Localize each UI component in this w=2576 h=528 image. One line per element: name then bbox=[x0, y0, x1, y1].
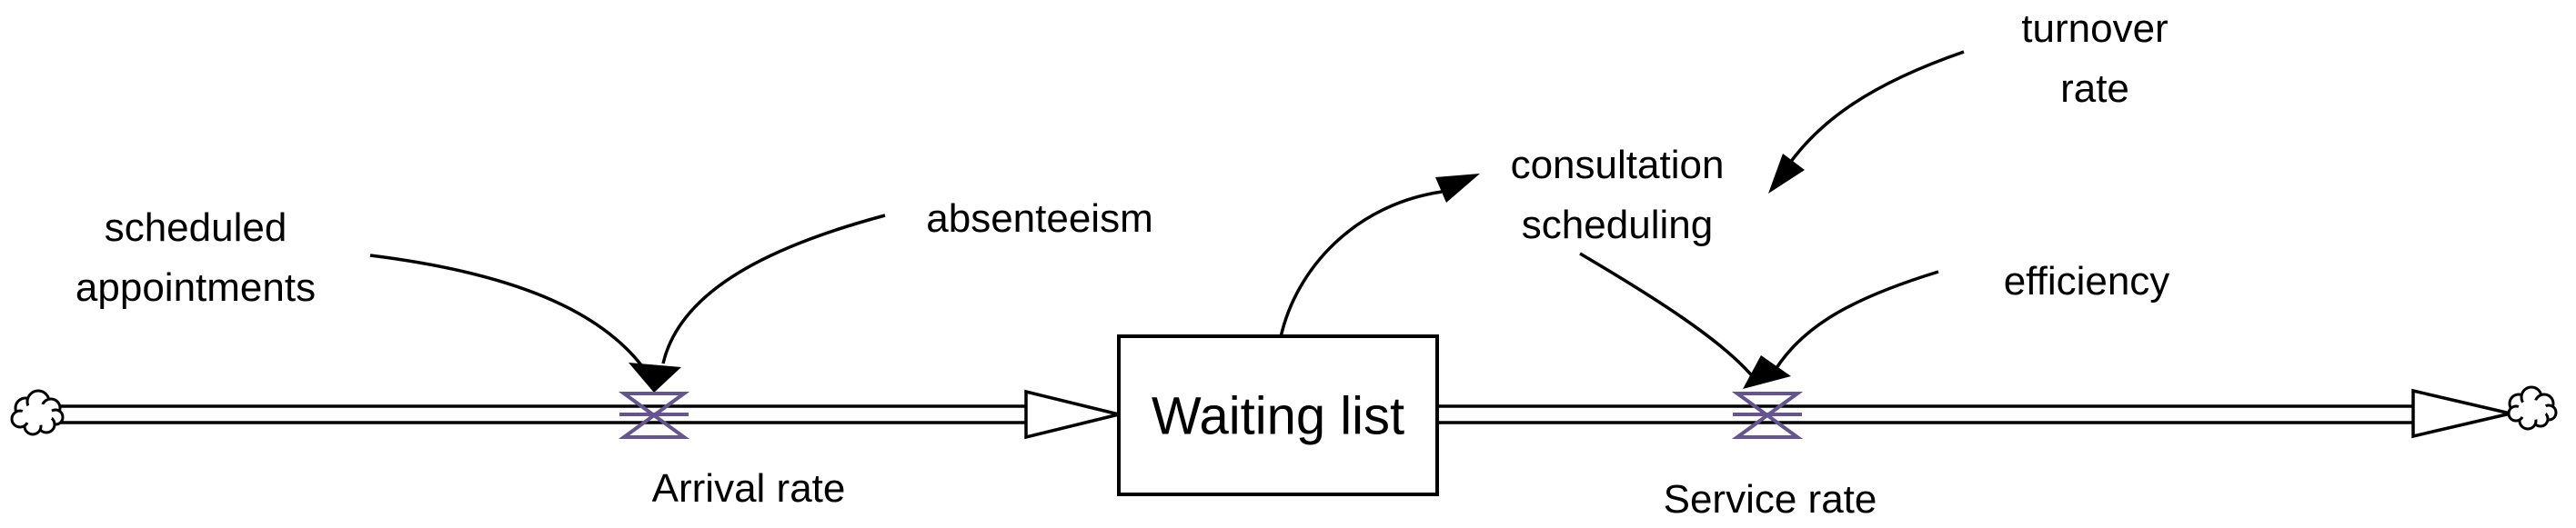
variable-label-turnover-rate: turnover rate bbox=[2021, 6, 2168, 111]
influence-efficiency-to-service bbox=[1767, 270, 1939, 381]
variable-label-scheduled-appointments: scheduled appointments bbox=[75, 205, 317, 310]
arrowhead-into-service-valve-icon bbox=[1743, 355, 1791, 389]
arrowhead-from-turnover-icon bbox=[1768, 154, 1805, 194]
influence-consultation-to-service bbox=[1579, 252, 1756, 381]
stock-box bbox=[1117, 334, 1439, 496]
variable-label-absenteeism: absenteeism bbox=[926, 196, 1153, 241]
arrival-rate-valve-icon bbox=[618, 392, 690, 439]
inflow-arrowhead-icon bbox=[1024, 389, 1120, 440]
influence-turnover-to-consultation bbox=[1784, 50, 1965, 170]
flow-label-arrival-rate: Arrival rate bbox=[651, 466, 846, 511]
influence-waiting-list-to-consultation bbox=[1279, 190, 1443, 338]
outflow-arrowhead-icon bbox=[2411, 388, 2511, 439]
service-rate-valve-icon bbox=[1731, 392, 1804, 439]
outflow-pipe bbox=[1437, 404, 2413, 424]
stock-label-waiting-list: Waiting list bbox=[1151, 386, 1405, 446]
inflow-pipe bbox=[52, 404, 1026, 424]
arrowhead-into-arrival-valve-icon bbox=[629, 363, 681, 393]
variable-label-consultation-scheduling: consultation scheduling bbox=[1510, 143, 1725, 247]
variable-label-efficiency: efficiency bbox=[2003, 259, 2170, 304]
arrowhead-into-consultation-icon bbox=[1435, 174, 1480, 203]
flow-label-service-rate: Service rate bbox=[1663, 477, 1877, 522]
influence-absenteeism-to-arrival bbox=[661, 214, 886, 364]
source-cloud-icon bbox=[10, 389, 65, 436]
sink-cloud-icon bbox=[2507, 385, 2558, 431]
influence-scheduled-appointments-to-arrival bbox=[369, 254, 647, 372]
